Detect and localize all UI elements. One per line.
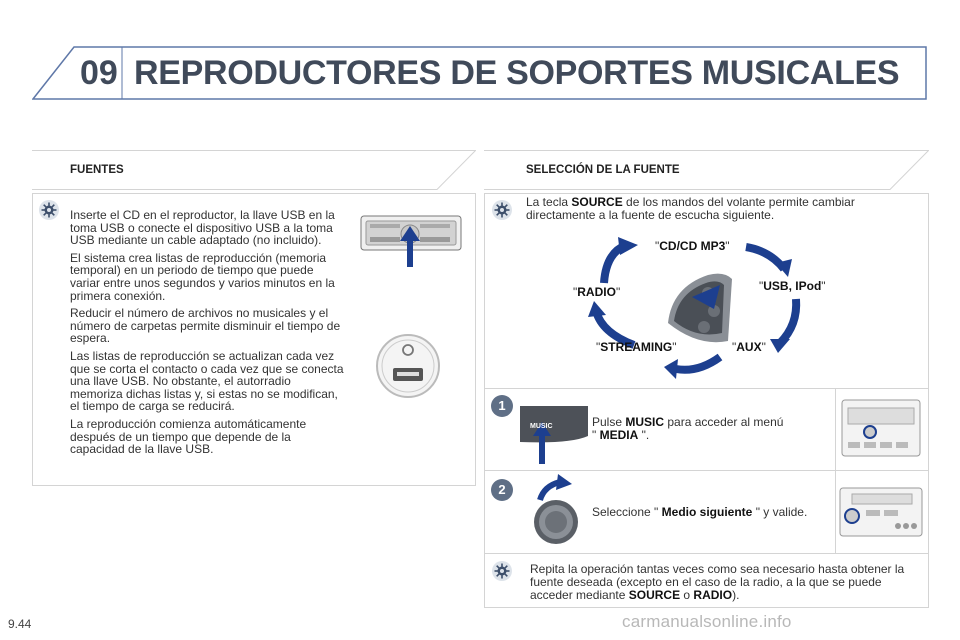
source-radio: "RADIO" bbox=[573, 285, 621, 299]
paragraph: El sistema crea listas de reproducción (… bbox=[70, 250, 335, 303]
head-unit-illustration bbox=[839, 487, 923, 537]
intro-text: de los mandos del volante permite cambia… bbox=[526, 195, 855, 222]
section-heading-fuentes: FUENTES bbox=[70, 164, 124, 176]
head-unit-illustration bbox=[841, 399, 921, 457]
divider bbox=[835, 388, 836, 553]
step-2-badge bbox=[491, 479, 513, 501]
step-1-badge bbox=[491, 395, 513, 417]
page-title: REPRODUCTORES DE SOPORTES MUSICALES bbox=[134, 54, 900, 92]
section-header-seleccion bbox=[484, 150, 929, 190]
step-1-text: Pulse MUSIC para acceder al menú " MEDIA… bbox=[592, 415, 784, 442]
divider bbox=[484, 553, 929, 554]
source-cycle-diagram bbox=[588, 237, 801, 379]
gear-icon bbox=[492, 200, 512, 220]
repeat-note: Repita la operación tantas veces como se… bbox=[530, 562, 905, 602]
title-band bbox=[32, 46, 927, 100]
source-aux: "AUX" bbox=[732, 340, 766, 354]
fuentes-text: Inserte el CD en el reproductor, la llav… bbox=[70, 209, 345, 461]
music-button-illustration bbox=[520, 406, 588, 464]
paragraph: Inserte el CD en el reproductor, la llav… bbox=[70, 208, 335, 248]
rotary-knob-illustration bbox=[534, 474, 578, 544]
step-number: 2 bbox=[498, 482, 506, 497]
paragraph: Reducir el número de archivos no musical… bbox=[70, 306, 341, 346]
music-key-label: MUSIC bbox=[530, 423, 553, 430]
chapter-number: 09 bbox=[80, 54, 118, 92]
section-header-fuentes bbox=[32, 150, 476, 190]
fuentes-panel bbox=[32, 193, 476, 486]
paragraph: Las listas de reproducción se actualizan… bbox=[70, 348, 344, 414]
radio-cd-slot-illustration bbox=[360, 215, 462, 267]
source-cd: "CD/CD MP3" bbox=[655, 239, 730, 253]
divider bbox=[484, 388, 929, 389]
step-number: 1 bbox=[498, 398, 506, 413]
divider bbox=[484, 470, 929, 471]
gear-icon bbox=[39, 200, 59, 220]
source-streaming: "STREAMING" bbox=[596, 340, 677, 354]
intro-text: La tecla bbox=[526, 195, 572, 209]
gear-icon bbox=[492, 561, 512, 581]
step-2-text: Seleccione " Medio siguiente " y valide. bbox=[592, 505, 808, 519]
seleccion-panel bbox=[484, 193, 929, 608]
source-intro: La tecla SOURCE de los mandos del volant… bbox=[526, 196, 896, 222]
arrow-icon bbox=[692, 285, 720, 309]
page-number: 9.44 bbox=[8, 617, 32, 631]
watermark: carmanualsonline.info bbox=[622, 612, 792, 631]
usb-port-icon bbox=[376, 334, 440, 398]
intro-key: SOURCE bbox=[571, 195, 623, 209]
paragraph: La reproducción comienza automáticamente… bbox=[70, 416, 307, 457]
source-usb: "USB, IPod" bbox=[759, 279, 826, 293]
section-heading-seleccion: SELECCIÓN DE LA FUENTE bbox=[526, 164, 680, 176]
